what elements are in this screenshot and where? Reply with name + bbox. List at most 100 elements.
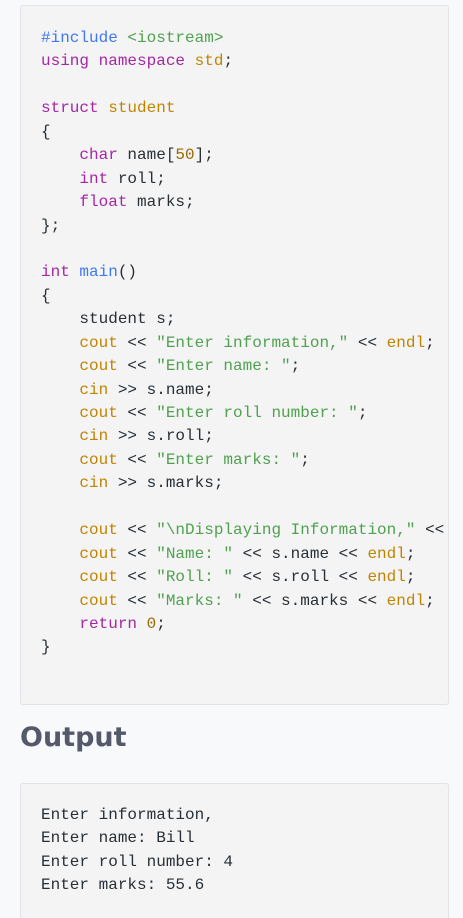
code-token: cin (79, 380, 109, 399)
code-line: int main() (41, 261, 444, 284)
code-token: char (79, 146, 118, 165)
code-token (41, 170, 79, 188)
code-token: int (41, 263, 80, 282)
code-line: cout << "Marks: " << s.marks << endl; (41, 590, 444, 613)
code-token: << s.roll << (233, 568, 368, 587)
code-token (41, 568, 79, 586)
code-line: using namespace std; (41, 50, 444, 73)
code-token: #include (41, 29, 128, 47)
code-block: #include <iostream>using namespace std;s… (20, 5, 449, 705)
code-token: cout (79, 450, 118, 469)
code-token: () (117, 263, 138, 282)
code-token: "Enter roll number: " (156, 404, 358, 422)
code-token: student (108, 99, 176, 118)
code-token: } (41, 638, 51, 657)
code-token: ; (156, 614, 166, 633)
code-token: float (79, 193, 128, 212)
code-token: marks; (127, 193, 195, 212)
code-token: ; (425, 333, 435, 352)
code-line: cout << "Roll: " << s.roll << endl; (41, 566, 444, 589)
code-token (41, 381, 79, 399)
code-token: << (415, 521, 445, 540)
output-heading: Output (20, 722, 127, 753)
code-token: 50 (175, 146, 195, 165)
code-line: cin >> s.name; (41, 379, 444, 402)
code-token: << s.marks << (242, 591, 387, 610)
code-token: endl (386, 333, 426, 352)
code-token: << (117, 591, 157, 610)
code-line: int roll; (41, 168, 444, 191)
code-token (41, 592, 79, 610)
code-token: cout (79, 404, 118, 422)
code-lines: #include <iostream>using namespace std;s… (41, 27, 444, 660)
code-line: cout << "Name: " << s.name << endl; (41, 543, 444, 566)
code-line: { (41, 285, 444, 308)
code-line: }; (41, 215, 444, 238)
code-line: cout << "Enter marks: "; (41, 449, 444, 472)
code-line: student s; (41, 308, 444, 331)
code-token: cout (79, 333, 118, 352)
code-token: { (41, 122, 51, 141)
code-token: ; (300, 450, 310, 469)
code-token: "Marks: " (156, 591, 243, 610)
code-token (41, 334, 79, 352)
output-line: Enter roll number: 4 (41, 852, 234, 871)
code-line: cout << "Enter information," << endl; (41, 332, 444, 355)
code-token: { (41, 286, 51, 305)
code-token: << (117, 404, 157, 422)
code-token: ; (290, 357, 301, 376)
code-token (41, 404, 79, 422)
code-token: int (79, 169, 109, 188)
code-token: cin (79, 474, 109, 493)
code-token: roll; (108, 169, 166, 188)
output-line: Enter name: Bill (41, 829, 195, 848)
code-token (41, 615, 79, 633)
code-line (41, 496, 444, 519)
code-token: ; (405, 568, 416, 587)
code-token: namespace (98, 52, 195, 71)
code-line: cout << "Enter name: "; (41, 355, 444, 378)
code-line: cin >> s.marks; (41, 472, 444, 495)
code-token: }; (41, 216, 61, 235)
code-token: "Roll: " (156, 568, 234, 587)
code-token (41, 545, 79, 563)
code-token: ; (425, 591, 435, 610)
code-token: << (348, 333, 387, 352)
code-line (41, 74, 444, 97)
code-token: cout (79, 521, 118, 540)
code-token: endl (386, 591, 426, 610)
code-token: >> s.roll; (108, 427, 214, 446)
code-line: { (41, 121, 444, 144)
code-token: return (79, 614, 147, 633)
code-token (41, 451, 79, 469)
code-line: return 0; (41, 613, 444, 636)
code-line: cout << "\nDisplaying Information," << (41, 519, 444, 542)
code-content: #include <iostream>using namespace std;s… (41, 27, 444, 660)
code-token: ; (357, 404, 368, 422)
code-token (41, 193, 79, 211)
code-token: >> s.marks; (108, 474, 224, 493)
code-token: <iostream> (127, 29, 224, 47)
code-token (41, 474, 79, 492)
output-line: Enter marks: 55.6 (41, 876, 205, 895)
code-line: struct student (41, 97, 444, 120)
code-token: "\nDisplaying Information," (156, 521, 416, 540)
code-token: ]; (194, 146, 214, 165)
code-token: endl (367, 568, 406, 587)
code-token: << (117, 544, 157, 563)
code-token: cin (79, 427, 109, 446)
code-token: ; (405, 544, 416, 563)
code-token (41, 427, 79, 445)
code-token: name[ (117, 146, 176, 165)
code-token: cout (79, 357, 118, 376)
code-token: std (194, 52, 224, 71)
code-line: cout << "Enter roll number: "; (41, 402, 444, 425)
code-token: 0 (146, 614, 157, 633)
code-token: cout (79, 591, 118, 610)
code-token: using (41, 52, 99, 71)
code-token: << (117, 568, 157, 587)
code-token (41, 146, 79, 164)
